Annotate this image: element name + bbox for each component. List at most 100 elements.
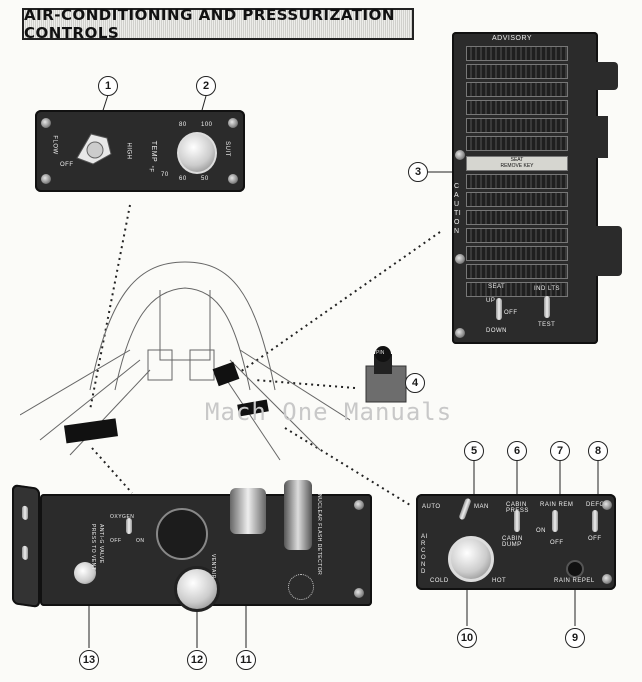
- flow-selector-knob[interactable]: [71, 128, 115, 168]
- leader-line: [91, 447, 133, 494]
- callout-6: 6: [507, 441, 527, 461]
- test-label: TEST: [538, 322, 556, 328]
- advisory-light: [466, 46, 568, 61]
- temp-label: TEMP: [150, 140, 158, 163]
- man-label: MAN: [474, 504, 489, 510]
- advisory-light: [466, 82, 568, 97]
- oxygen-switch[interactable]: [126, 518, 132, 534]
- annunciator-panel: ADVISORY CAUTION SEAT REMOVE KEY SEAT UP…: [452, 32, 598, 344]
- callout-2: 2: [196, 76, 216, 96]
- screw: [41, 174, 51, 184]
- control-stick-base: [147, 349, 173, 381]
- oxygen-on-label: ON: [136, 538, 145, 544]
- console-line: [39, 359, 141, 441]
- vent-outlet[interactable]: [230, 488, 266, 534]
- console-line: [229, 359, 321, 451]
- ejection-seat: [159, 290, 211, 361]
- chain-pull[interactable]: [288, 574, 314, 600]
- callout-3: 3: [408, 162, 428, 182]
- screw: [354, 588, 364, 598]
- callout-10: 10: [457, 628, 477, 648]
- ventair-label: VENTAIR: [210, 554, 216, 579]
- callout-7: 7: [550, 441, 570, 461]
- press-to-vent-label: PRESS TO VENT: [90, 524, 96, 571]
- ind-lts-label: IND LTS: [534, 286, 561, 292]
- anti-g-valve-button[interactable]: [74, 562, 96, 584]
- ventair-knob[interactable]: [174, 566, 220, 612]
- left-console-location: [63, 418, 118, 444]
- callout-8: 8: [588, 441, 608, 461]
- cockpit-illustration: [20, 261, 350, 461]
- caution-tiles: SEAT REMOVE KEY: [466, 156, 568, 300]
- screw: [602, 500, 612, 510]
- callout-11: 11: [236, 650, 256, 670]
- anti-g-valve-label: ANTI-G VALVE: [98, 524, 104, 564]
- seat-adjust-switch[interactable]: [496, 298, 502, 320]
- oxygen-off-label: OFF: [110, 538, 122, 544]
- flow-label: FLOW: [51, 135, 58, 155]
- temp-60-label: 60: [179, 176, 187, 182]
- pin-label: PIN: [376, 350, 385, 356]
- oxygen-gauge: [156, 508, 208, 560]
- oxygen-label: OXYGEN: [110, 514, 135, 520]
- rain-off-label: OFF: [550, 540, 564, 546]
- air-cond-mode-switch[interactable]: [458, 497, 472, 521]
- right-console-location: [237, 399, 269, 417]
- rain-repel-label: RAIN REPEL: [554, 578, 595, 584]
- caution-light: [466, 174, 568, 189]
- high-label: HIGH: [125, 142, 132, 160]
- temp-70-label: 70: [161, 172, 169, 178]
- indicator-lights-test-switch[interactable]: [544, 296, 550, 318]
- rain-removal-switch[interactable]: [552, 510, 558, 532]
- seat-key[interactable]: PIN: [360, 344, 412, 406]
- rain-repel-button[interactable]: [566, 560, 584, 578]
- caution-light: [466, 192, 568, 207]
- temp-100-label: 100: [201, 122, 213, 128]
- temp-80-label: 80: [179, 122, 187, 128]
- cabin-press-switch[interactable]: [514, 510, 520, 532]
- console-line: [219, 369, 281, 461]
- advisory-tiles: [466, 46, 568, 154]
- seat-up-label: UP: [486, 298, 496, 304]
- cabin-temp-knob[interactable]: [448, 536, 494, 582]
- cold-label: COLD: [430, 578, 449, 584]
- auto-label: AUTO: [422, 504, 441, 510]
- canopy-frame: [114, 287, 251, 391]
- annunciator-location: [212, 361, 240, 387]
- seat-light-line1: SEAT: [510, 157, 524, 163]
- caution-light: [466, 282, 568, 297]
- rain-rem-label: RAIN REM: [540, 502, 574, 508]
- callout-12: 12: [187, 650, 207, 670]
- leader-line: [284, 427, 411, 506]
- hot-label: HOT: [492, 578, 507, 584]
- nuclear-flash-detector-unit: [284, 480, 312, 550]
- temp-50-label: 50: [201, 176, 209, 182]
- screw: [455, 254, 465, 264]
- title-banner: AIR-CONDITIONING AND PRESSURIZATION CONT…: [22, 6, 414, 42]
- screw: [228, 118, 238, 128]
- console-line: [69, 369, 151, 456]
- side-panel-switch[interactable]: [22, 505, 28, 521]
- screw: [602, 574, 612, 584]
- suit-label: SUIT: [223, 141, 230, 157]
- seat-label: SEAT: [488, 284, 506, 290]
- watermark: Mach One Manuals: [205, 398, 453, 426]
- screw: [455, 328, 465, 338]
- defog-off-label: OFF: [588, 536, 602, 542]
- off-label: OFF: [60, 162, 74, 168]
- nuclear-flash-detector-label: NUCLEAR FLASH DETECTOR: [316, 494, 322, 576]
- caution-light: [466, 264, 568, 279]
- callout-9: 9: [565, 628, 585, 648]
- advisory-light: [466, 100, 568, 115]
- rain-on-label: ON: [536, 528, 546, 534]
- side-panel-switch[interactable]: [22, 545, 28, 561]
- temp-selector-knob[interactable]: [177, 132, 217, 174]
- advisory-light: [466, 136, 568, 151]
- panel-tab: [596, 226, 622, 276]
- cabin-dump-label: CABIN DUMP: [502, 536, 523, 548]
- air-conditioning-panel: FLOW OFF HIGH TEMP °F 70 80 100 60 50 SU…: [35, 110, 245, 192]
- panel-tab: [596, 62, 618, 90]
- left-console-panel: PRESS TO VENT ANTI-G VALVE OXYGEN OFF ON…: [40, 480, 372, 612]
- console-line: [239, 349, 350, 421]
- defog-switch[interactable]: [592, 510, 598, 532]
